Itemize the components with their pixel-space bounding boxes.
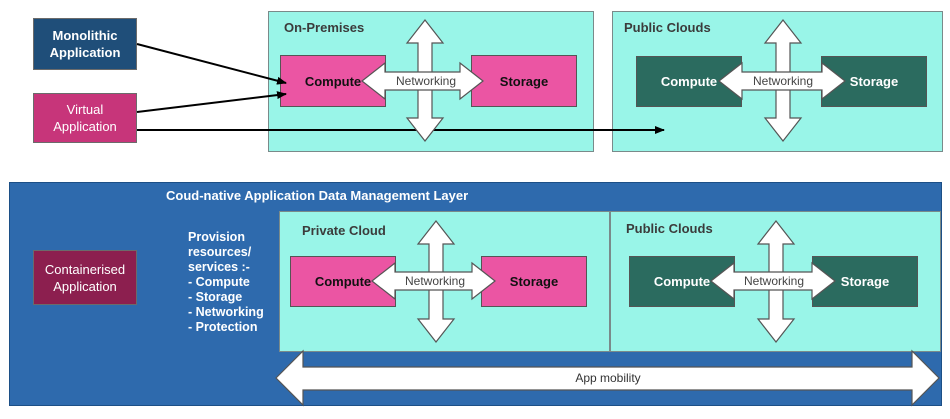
provision-item: Protection xyxy=(188,320,280,335)
on-premises-title: On-Premises xyxy=(284,20,365,35)
app-mobility-label: App mobility xyxy=(575,371,641,385)
provision-item: Storage xyxy=(188,290,280,305)
monolithic-to-compute-arrow xyxy=(136,43,287,85)
public-bottom-compute: Compute xyxy=(629,256,735,307)
provision-item: Networking xyxy=(188,305,280,320)
public-top-compute: Compute xyxy=(636,56,742,107)
public-bottom-storage: Storage xyxy=(812,256,918,307)
virtual-to-compute-arrow xyxy=(136,91,287,113)
provision-item: Compute xyxy=(188,275,280,290)
private-cloud-title: Private Cloud xyxy=(302,223,386,238)
data-management-layer-title: Coud-native Application Data Management … xyxy=(166,188,469,203)
public-bottom-networking-label: Networking xyxy=(743,274,805,288)
on-premises-compute: Compute xyxy=(280,55,386,107)
private-networking-label: Networking xyxy=(404,274,466,288)
on-premises-networking-label: Networking xyxy=(395,74,457,88)
public-top-storage: Storage xyxy=(821,56,927,107)
containerised-application-box: Containerised Application xyxy=(33,250,137,305)
on-premises-storage: Storage xyxy=(471,55,577,107)
provision-heading: Provision resources/ services :- xyxy=(188,230,252,274)
provision-list: Provision resources/ services :- Compute… xyxy=(188,230,280,335)
monolithic-application-box: Monolithic Application xyxy=(33,18,137,70)
public-clouds-top-title: Public Clouds xyxy=(624,20,711,35)
private-compute: Compute xyxy=(290,256,396,307)
virtual-application-box: Virtual Application xyxy=(33,93,137,143)
private-storage: Storage xyxy=(481,256,587,307)
public-top-networking-label: Networking xyxy=(752,74,814,88)
public-clouds-bottom-title: Public Clouds xyxy=(626,221,713,236)
